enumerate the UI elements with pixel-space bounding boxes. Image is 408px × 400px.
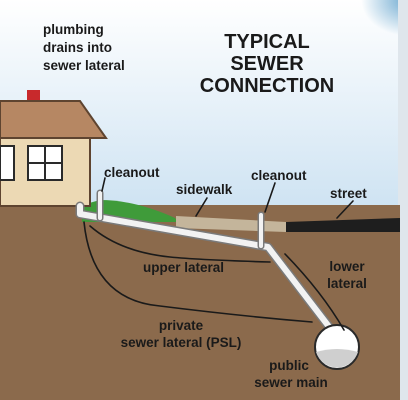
diagram-title-line-3: CONNECTION	[200, 75, 334, 97]
label-cleanout-right: cleanout	[251, 168, 307, 183]
sky-corner-shade	[330, 0, 408, 60]
roof	[0, 100, 108, 139]
diagram-title-line-2: SEWER	[230, 53, 304, 75]
leader-street	[336, 200, 354, 219]
label-psl-line-1: private	[159, 318, 204, 333]
bracket-upper-lateral	[89, 225, 271, 263]
label-psl-line-2: sewer lateral (PSL)	[121, 335, 242, 350]
house	[0, 90, 108, 207]
label-sewer-main-line-2: sewer main	[254, 375, 328, 390]
leader-cleanout-right	[264, 182, 276, 213]
diagram-title-line-1: TYPICAL	[224, 31, 310, 53]
label-cleanout-left: cleanout	[104, 165, 160, 180]
window-left	[0, 145, 15, 181]
label-lower-lateral-line-2: lateral	[327, 276, 367, 291]
right-edge-band	[398, 0, 408, 400]
annotation-strokes	[83, 177, 354, 331]
note-line-1: plumbing	[43, 22, 104, 37]
label-sewer-main-line-1: public	[269, 358, 309, 373]
note-line-3: sewer lateral	[43, 58, 125, 73]
street-surface	[286, 218, 400, 232]
note-line-2: drains into	[43, 40, 112, 55]
sewer-pipe	[75, 189, 335, 333]
sewer-main-water	[316, 349, 358, 368]
label-sidewalk: sidewalk	[176, 182, 233, 197]
bracket-lower-lateral	[284, 253, 345, 331]
leader-sidewalk	[195, 197, 208, 217]
leader-cleanout-left	[101, 177, 106, 192]
public-sewer-main	[314, 324, 360, 370]
label-lower-lateral-line-1: lower	[329, 259, 365, 274]
lateral-pipe-inner	[77, 203, 333, 331]
label-upper-lateral: upper lateral	[143, 260, 224, 275]
bracket-psl	[83, 221, 313, 323]
label-street: street	[330, 186, 367, 201]
